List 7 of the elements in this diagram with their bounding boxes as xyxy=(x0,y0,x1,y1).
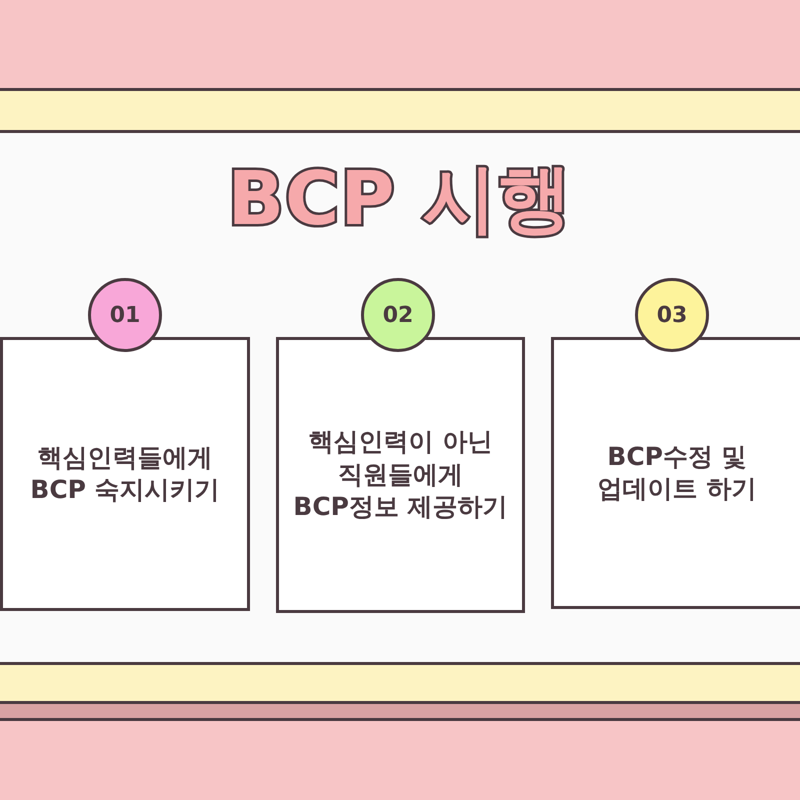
step-card xyxy=(551,337,800,609)
title: BCP 시행 xyxy=(226,155,574,244)
step-text: 핵심인력이 아닌 직원들에게 BCP정보 제공하기 xyxy=(292,426,509,524)
step-card xyxy=(276,337,525,613)
step-text: 핵심인력들에게 BCP 숙지시키기 xyxy=(29,442,221,506)
step-card xyxy=(0,337,250,611)
step-text: BCP수정 및 업데이트 하기 xyxy=(596,440,758,505)
